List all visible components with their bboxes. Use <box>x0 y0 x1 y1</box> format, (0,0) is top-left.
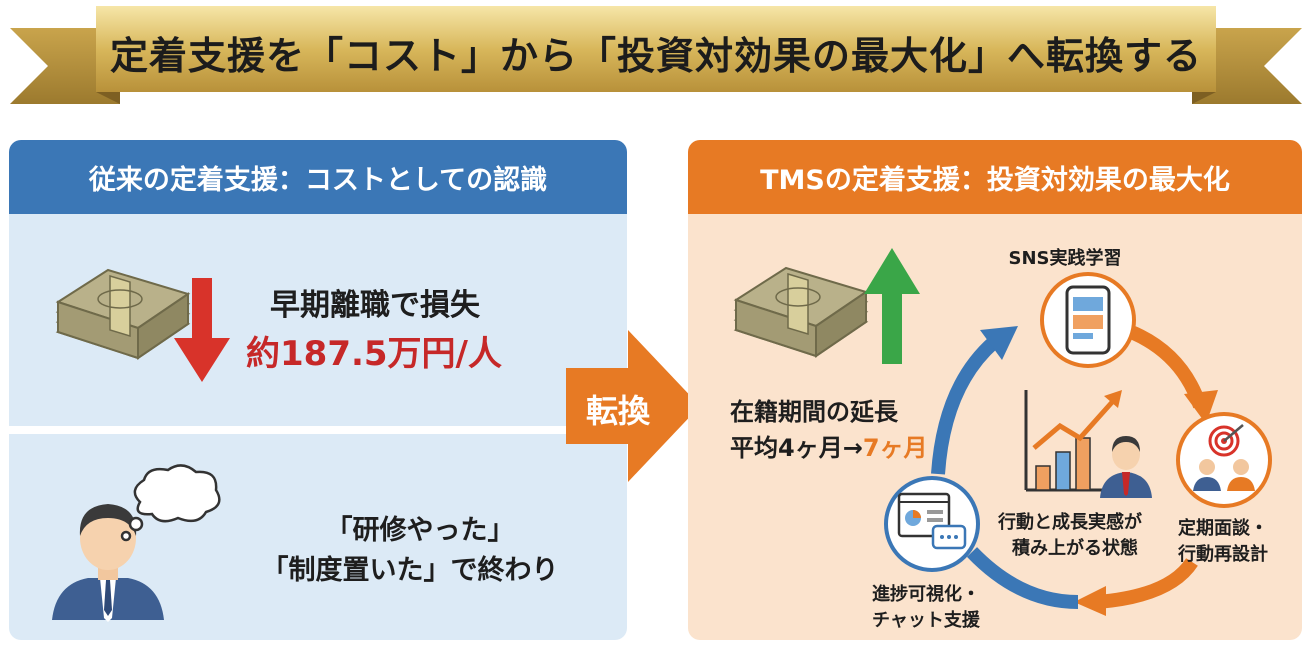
cycle-bottom-line-1: 進捗可視化・ <box>872 584 980 605</box>
target-people-icon <box>1193 424 1255 491</box>
money-stack-icon <box>55 268 191 360</box>
money-stack-icon-right <box>733 266 869 358</box>
left-panel-header: 従来の定着支援：コストとしての認識 <box>9 140 627 214</box>
loss-label: 早期離職で損失 <box>270 288 480 323</box>
cycle-right-line-2: 行動再設計 <box>1178 544 1268 565</box>
cycle-bottom-line-2: チャット支援 <box>872 610 980 631</box>
growth-chart-icon <box>1024 390 1122 492</box>
tenure-after: 7ヶ月 <box>862 434 928 462</box>
transition-label: 転換 <box>586 392 651 430</box>
tenure-label: 在籍期間の延長 <box>730 398 898 426</box>
banner-title: 定着支援を「コスト」から「投資対効果の最大化」へ転換する <box>109 33 1202 78</box>
up-arrow-icon <box>864 248 920 364</box>
cycle-center-line-1: 行動と成長実感が <box>998 512 1142 533</box>
cycle-top-label: SNS実践学習 <box>1008 248 1122 269</box>
down-arrow-icon <box>174 278 230 382</box>
right-panel-header: TMSの定着支援：投資対効果の最大化 <box>688 140 1302 214</box>
thought-bubble-icon <box>120 464 221 542</box>
loss-amount: 約187.5万円/人 <box>246 334 502 374</box>
transition-arrow <box>566 330 700 482</box>
cycle-right-line-1: 定期面談・ <box>1178 518 1268 539</box>
dashboard-chat-icon <box>897 492 967 550</box>
smartphone-icon <box>1065 285 1111 355</box>
quote-line-2: 「制度置いた」で終わり <box>261 555 559 586</box>
banner-ribbon <box>10 6 1302 104</box>
growing-person-icon <box>1100 436 1152 498</box>
quote-line-1: 「研修やった」 <box>325 515 515 546</box>
tenure-change: 平均4ヶ月→7ヶ月 <box>730 428 928 463</box>
tenure-before: 平均4ヶ月→ <box>730 434 863 462</box>
cycle-center-line-2: 積み上がる状態 <box>1012 538 1138 559</box>
businessman-icon <box>52 504 164 622</box>
